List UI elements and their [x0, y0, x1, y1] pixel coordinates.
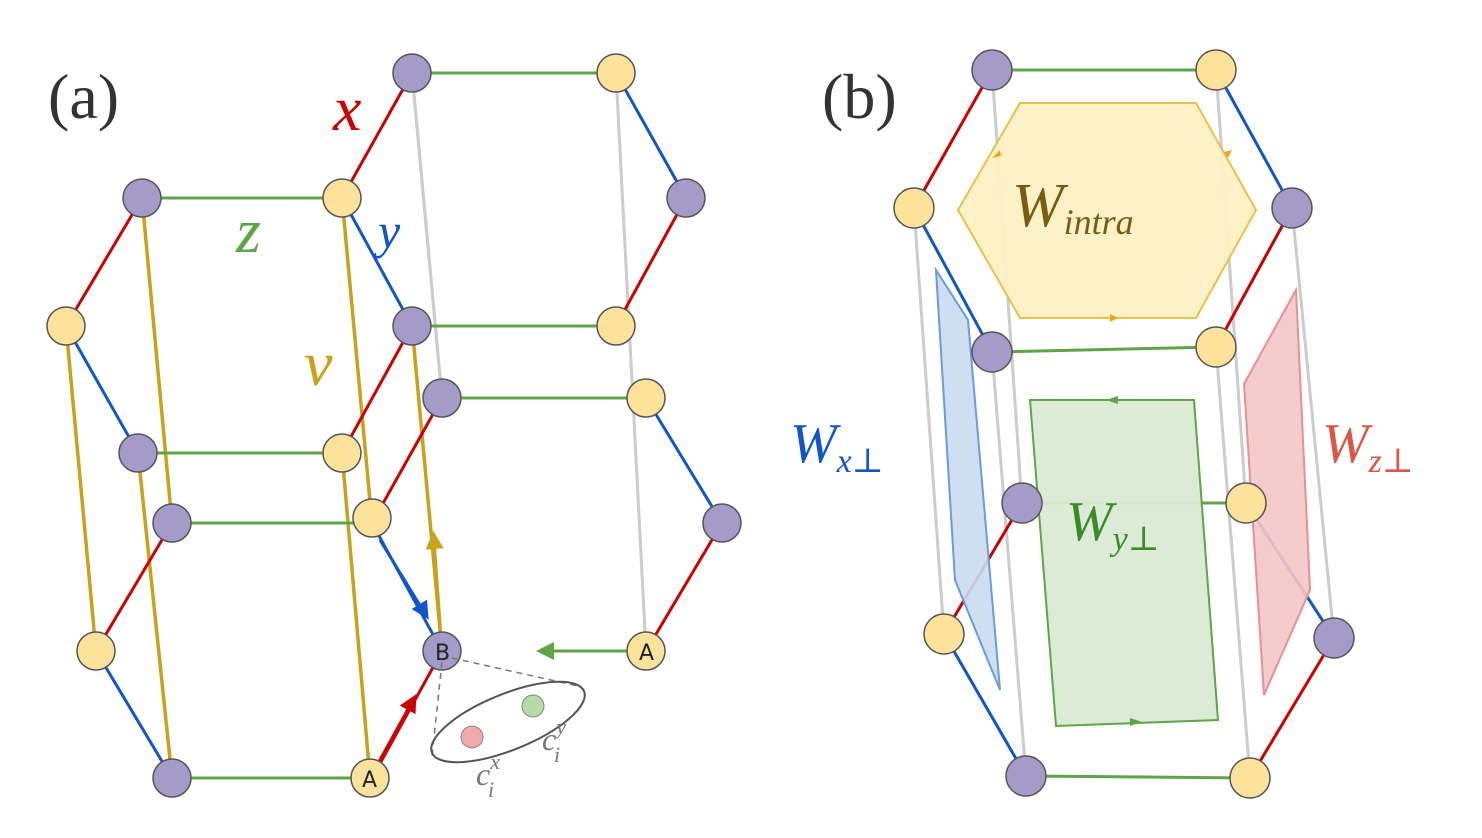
- site-a: [352, 498, 392, 538]
- site-b: [1271, 187, 1313, 229]
- site-b: [118, 433, 158, 473]
- site-a-highlight: [626, 631, 666, 671]
- site-label-a-right: A: [639, 641, 654, 666]
- bond-label-x: x: [332, 73, 361, 144]
- w-intra-label: Wintra: [1012, 172, 1134, 242]
- w-x-perp-loop: Wx⊥: [790, 266, 1001, 691]
- site-label-b: B: [435, 641, 450, 666]
- site-a: [596, 53, 636, 93]
- site-b: [422, 378, 462, 418]
- site-b: [971, 49, 1013, 91]
- w-intra-loop: Wintra: [956, 102, 1258, 322]
- site-b: [702, 503, 742, 543]
- panel-a-sites: [46, 53, 742, 798]
- site-a: [893, 187, 935, 229]
- w-z-perp-label: Wz⊥: [1322, 413, 1414, 480]
- w-y-perp-loop: Wy⊥: [1028, 396, 1220, 728]
- site-a: [923, 613, 965, 655]
- bond-label-y: y: [373, 203, 401, 259]
- w-x-perp-label: Wx⊥: [790, 413, 884, 480]
- panel-a-path-arrows: [368, 531, 646, 779]
- site-label-a-bottom: A: [362, 768, 377, 793]
- panel-b-sites: [893, 49, 1355, 799]
- panel-a-top-layer: [64, 71, 688, 455]
- site-b: [666, 178, 706, 218]
- panel-a-back-bonds: [410, 72, 648, 652]
- site-b: [122, 178, 162, 218]
- site-a: [596, 306, 636, 346]
- majorana-cy-dot: [521, 694, 545, 718]
- site-a: [76, 631, 116, 671]
- panel-b-label: (b): [822, 61, 897, 132]
- w-y-perp-label: Wy⊥: [1066, 491, 1160, 558]
- site-b: [1001, 482, 1043, 524]
- panel-a-v-bonds: [64, 197, 444, 779]
- site-b: [392, 53, 432, 93]
- site-a-highlight: [350, 758, 390, 798]
- bond-label-z: z: [235, 195, 261, 266]
- site-a: [46, 306, 86, 346]
- site-b: [152, 758, 192, 798]
- w-z-perp-loop: Wz⊥: [1242, 286, 1414, 696]
- site-a: [626, 378, 666, 418]
- panel-b-top-layer: [912, 68, 1294, 354]
- bond-label-v: v: [304, 328, 333, 399]
- site-a: [1225, 482, 1267, 524]
- site-b: [971, 331, 1013, 373]
- panel-a-label: (a): [48, 61, 119, 132]
- site-a: [322, 178, 362, 218]
- site-b: [392, 306, 432, 346]
- site-a: [1195, 326, 1237, 368]
- majorana-cx-dot: [460, 725, 484, 749]
- site-b: [152, 503, 192, 543]
- site-a: [1195, 49, 1237, 91]
- panel-b: (b): [790, 49, 1414, 799]
- panel-a: (a): [46, 53, 742, 802]
- site-b: [1005, 755, 1047, 797]
- site-b-highlight: [422, 631, 462, 671]
- site-a: [322, 433, 362, 473]
- site-b: [1313, 617, 1355, 659]
- site-a: [1229, 757, 1271, 799]
